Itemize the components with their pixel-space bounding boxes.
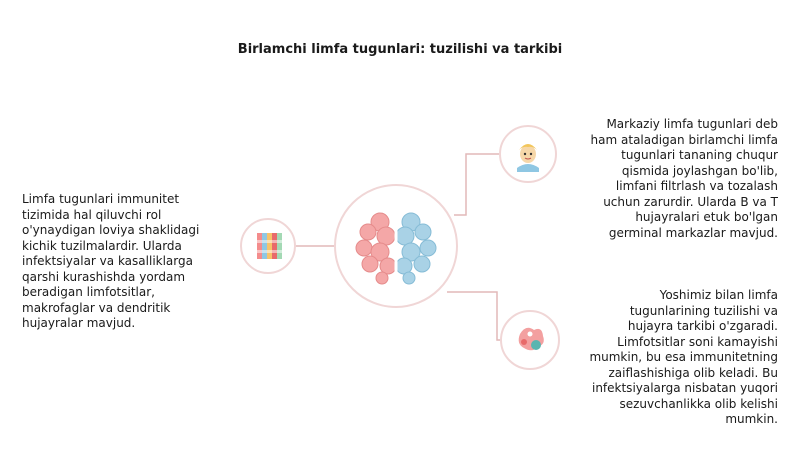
- child-face-icon: [517, 144, 539, 172]
- center-node: [334, 184, 458, 308]
- connectors: [290, 153, 500, 341]
- bottom-right-description: Yoshimiz bilan limfa tugunlarining tuzil…: [589, 288, 778, 426]
- bottom-right-node: [500, 310, 560, 370]
- left-node: [240, 218, 296, 274]
- top-right-description: Markaziy limfa tugunlari deb ham ataladi…: [590, 117, 778, 240]
- diagram-title: Birlamchi limfa tugunlari: tuzilishi va …: [237, 42, 563, 57]
- connector-top-right: [454, 153, 499, 216]
- cells-cluster-icon: [518, 327, 544, 351]
- connector-bottom-right: [447, 291, 500, 341]
- left-description: Limfa tugunlari immunitet tizimida hal q…: [22, 192, 200, 330]
- top-right-node: [499, 125, 557, 183]
- color-bars-icon: [257, 233, 282, 259]
- brain-icon: [355, 212, 437, 285]
